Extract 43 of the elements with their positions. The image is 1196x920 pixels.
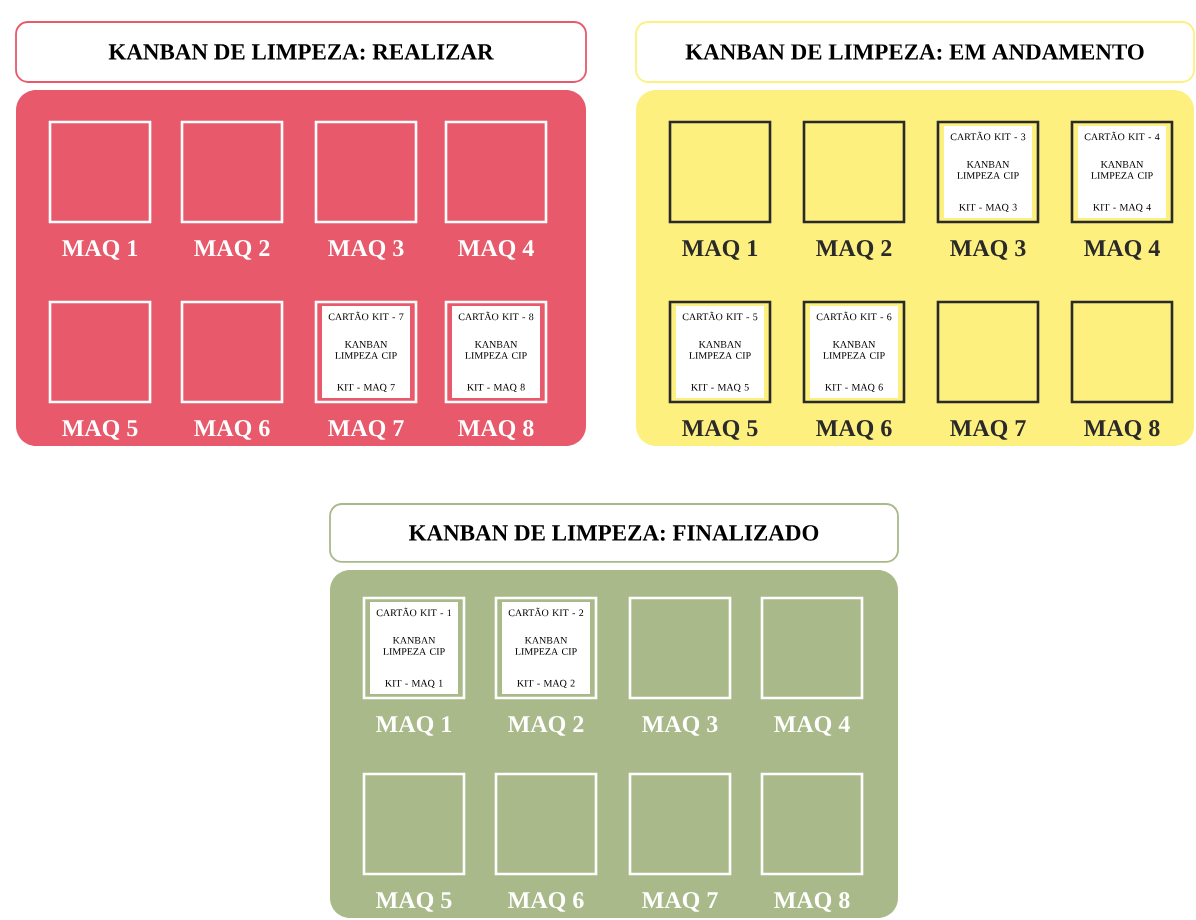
slot-box — [936, 300, 1040, 404]
slot-box — [668, 120, 772, 224]
board-title: KANBAN DE LIMPEZA: EM ANDAMENTO — [635, 21, 1195, 83]
board-title: KANBAN DE LIMPEZA: FINALIZADO — [329, 503, 899, 563]
machine-label: MAQ 2 — [194, 240, 270, 260]
slot-box — [444, 120, 548, 224]
board-title: KANBAN DE LIMPEZA: REALIZAR — [15, 21, 587, 83]
machine-label: MAQ 4 — [458, 240, 534, 260]
slot-box — [628, 596, 732, 700]
slot-box — [180, 120, 284, 224]
machine-label: MAQ 1 — [62, 240, 138, 260]
slot-box — [314, 120, 418, 224]
slot-box — [494, 772, 598, 876]
machine-label: MAQ 8 — [1084, 420, 1160, 440]
machine-label: MAQ 5 — [682, 420, 758, 440]
slot-box — [802, 120, 906, 224]
machine-label: MAQ 6 — [508, 892, 584, 912]
slot-box — [48, 300, 152, 404]
machine-label: MAQ 8 — [458, 420, 534, 440]
machine-label: MAQ 3 — [950, 240, 1026, 260]
slot-box — [1070, 300, 1174, 404]
machine-label: MAQ 3 — [328, 240, 404, 260]
machine-label: MAQ 7 — [950, 420, 1026, 440]
slot-box — [48, 120, 152, 224]
slot-box — [628, 772, 732, 876]
slot-box — [760, 772, 864, 876]
machine-label: MAQ 2 — [508, 716, 584, 736]
slot-box — [760, 596, 864, 700]
machine-label: MAQ 6 — [194, 420, 270, 440]
machine-label: MAQ 6 — [816, 420, 892, 440]
slot-box — [362, 772, 466, 876]
machine-label: MAQ 3 — [642, 716, 718, 736]
machine-label: MAQ 7 — [642, 892, 718, 912]
machine-label: MAQ 1 — [376, 716, 452, 736]
machine-label: MAQ 4 — [774, 716, 850, 736]
machine-label: MAQ 5 — [376, 892, 452, 912]
machine-label: MAQ 7 — [328, 420, 404, 440]
machine-label: MAQ 2 — [816, 240, 892, 260]
slot-box — [180, 300, 284, 404]
machine-label: MAQ 4 — [1084, 240, 1160, 260]
machine-label: MAQ 5 — [62, 420, 138, 440]
machine-label: MAQ 1 — [682, 240, 758, 260]
machine-label: MAQ 8 — [774, 892, 850, 912]
